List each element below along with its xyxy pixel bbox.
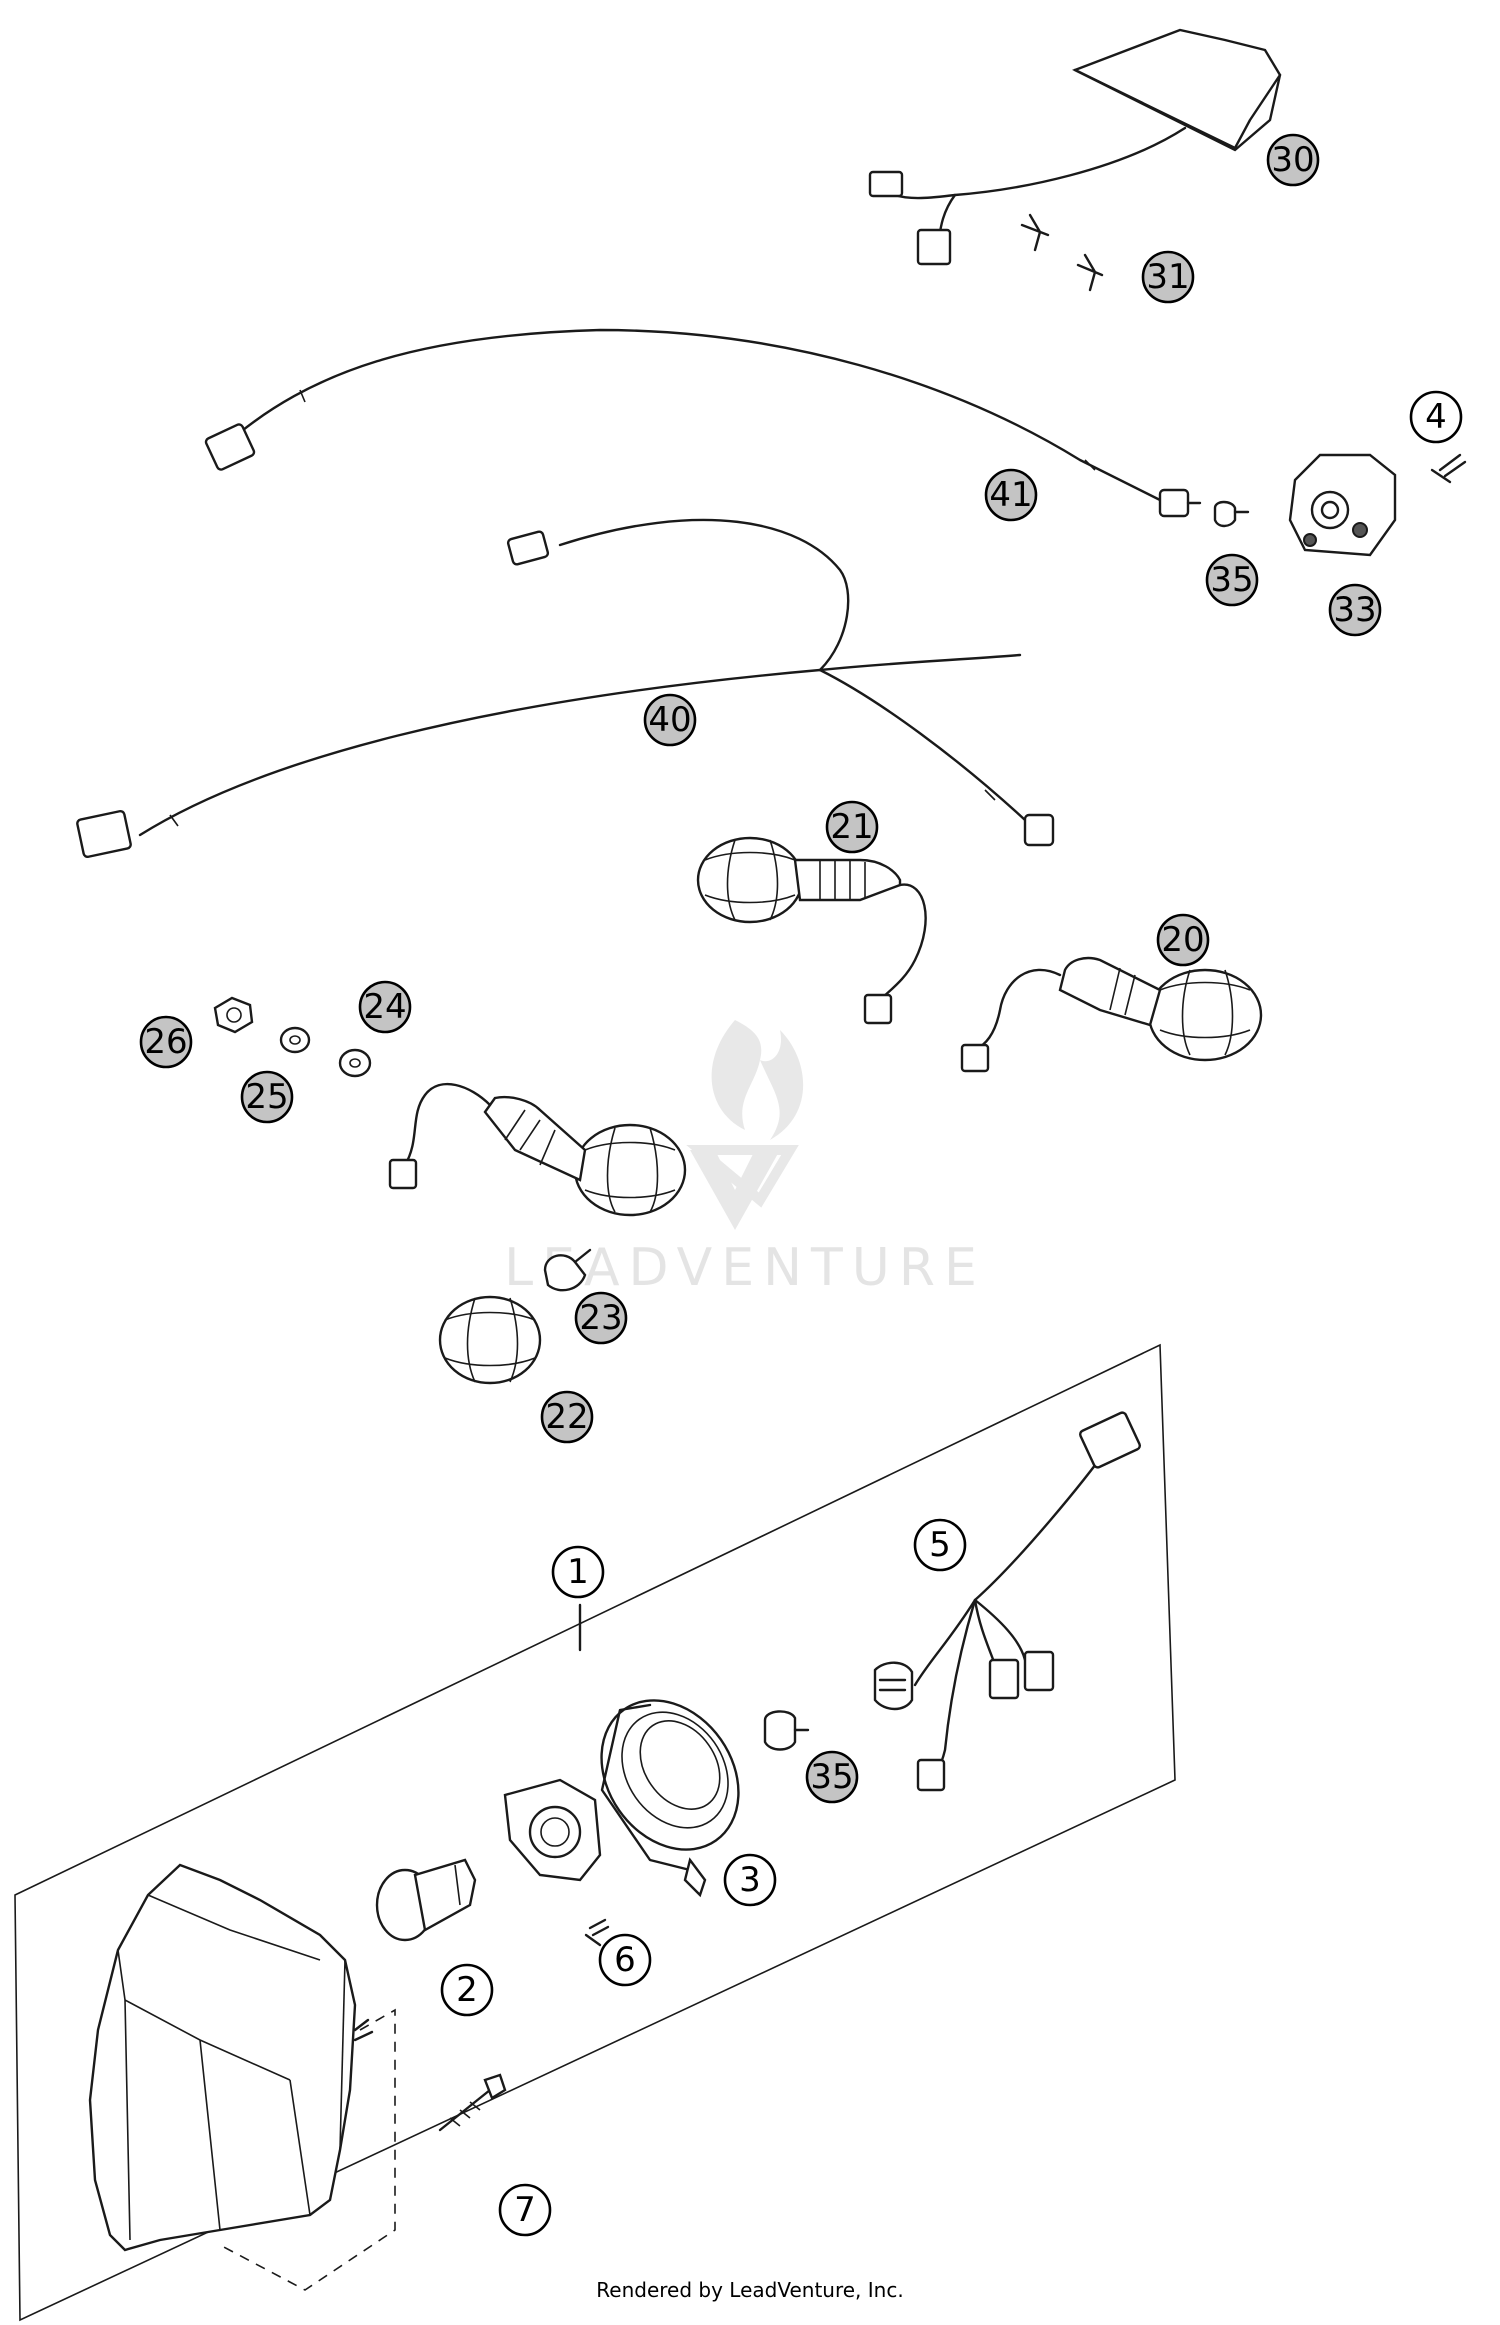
turn-signal-20 xyxy=(960,956,1263,1073)
svg-text:4: 4 xyxy=(1425,397,1447,437)
callout-35-top: 35 xyxy=(1205,553,1259,607)
callout-21: 21 xyxy=(825,800,879,854)
headlight-assembly-frame xyxy=(14,1343,1176,2322)
callout-41: 41 xyxy=(984,468,1038,522)
callout-33: 33 xyxy=(1328,583,1382,637)
bulb-35-headlight xyxy=(763,1710,810,1751)
turn-signal-21 xyxy=(696,836,927,1025)
svg-text:31: 31 xyxy=(1146,257,1189,297)
headlight-mask xyxy=(88,1863,396,2291)
svg-text:7: 7 xyxy=(514,2190,536,2230)
callout-7: 7 xyxy=(498,2183,552,2237)
svg-text:21: 21 xyxy=(830,807,873,847)
screw-6 xyxy=(584,1918,610,1947)
svg-text:22: 22 xyxy=(545,1397,588,1437)
svg-text:24: 24 xyxy=(363,987,406,1027)
callout-1: 1 xyxy=(551,1545,605,1599)
callout-40: 40 xyxy=(643,693,697,747)
svg-text:25: 25 xyxy=(245,1077,288,1117)
svg-text:35: 35 xyxy=(810,1757,853,1797)
watermark-text: LEADVENTURE xyxy=(504,1238,986,1298)
callout-30: 30 xyxy=(1266,133,1320,187)
svg-text:41: 41 xyxy=(989,475,1032,515)
svg-text:5: 5 xyxy=(929,1525,951,1565)
svg-text:33: 33 xyxy=(1333,590,1376,630)
wiring-harness-40 xyxy=(76,518,1055,859)
callout-5: 5 xyxy=(913,1518,967,1572)
bulb-2 xyxy=(375,1858,477,1942)
svg-text:35: 35 xyxy=(1210,560,1253,600)
callout-25: 25 xyxy=(240,1070,294,1124)
svg-text:6: 6 xyxy=(614,1940,636,1980)
callout-26: 26 xyxy=(139,1015,193,1069)
svg-text:30: 30 xyxy=(1271,140,1314,180)
svg-text:26: 26 xyxy=(144,1022,187,1062)
svg-text:2: 2 xyxy=(456,1970,478,2010)
bulb-holder-ring xyxy=(503,1778,602,1882)
callout-23: 23 xyxy=(574,1291,628,1345)
callouts: 30 31 4 41 35 33 40 21 xyxy=(139,133,1463,2237)
svg-text:1: 1 xyxy=(567,1552,589,1592)
rubber-boot-3 xyxy=(600,1699,740,1898)
callout-2: 2 xyxy=(440,1963,494,2017)
rendered-by-credit: Rendered by LeadVenture, Inc. xyxy=(596,2278,904,2302)
callout-35-headlight: 35 xyxy=(805,1750,859,1804)
callout-24: 24 xyxy=(358,980,412,1034)
svg-text:23: 23 xyxy=(579,1298,622,1338)
callout-31: 31 xyxy=(1141,250,1195,304)
svg-text:40: 40 xyxy=(648,700,691,740)
callout-20: 20 xyxy=(1156,913,1210,967)
callout-6: 6 xyxy=(598,1933,652,1987)
callout-4: 4 xyxy=(1409,390,1463,444)
watermark: LEADVENTURE xyxy=(504,1020,986,1298)
cable-41 xyxy=(204,328,1202,518)
bolt-7 xyxy=(438,2073,507,2132)
hardware-26-25-24 xyxy=(213,996,372,1078)
callout-22: 22 xyxy=(540,1390,594,1444)
svg-text:20: 20 xyxy=(1161,920,1204,960)
headlight-wiring-5 xyxy=(873,1411,1141,1792)
callout-3: 3 xyxy=(723,1853,777,1907)
lamp-housing-33 xyxy=(1288,453,1467,557)
bulb-23-lens-22 xyxy=(438,1248,592,1385)
bulb-35-top xyxy=(1213,500,1250,528)
tail-light-30 xyxy=(868,28,1282,292)
turn-signal-middle xyxy=(388,1082,687,1217)
svg-text:3: 3 xyxy=(739,1860,761,1900)
